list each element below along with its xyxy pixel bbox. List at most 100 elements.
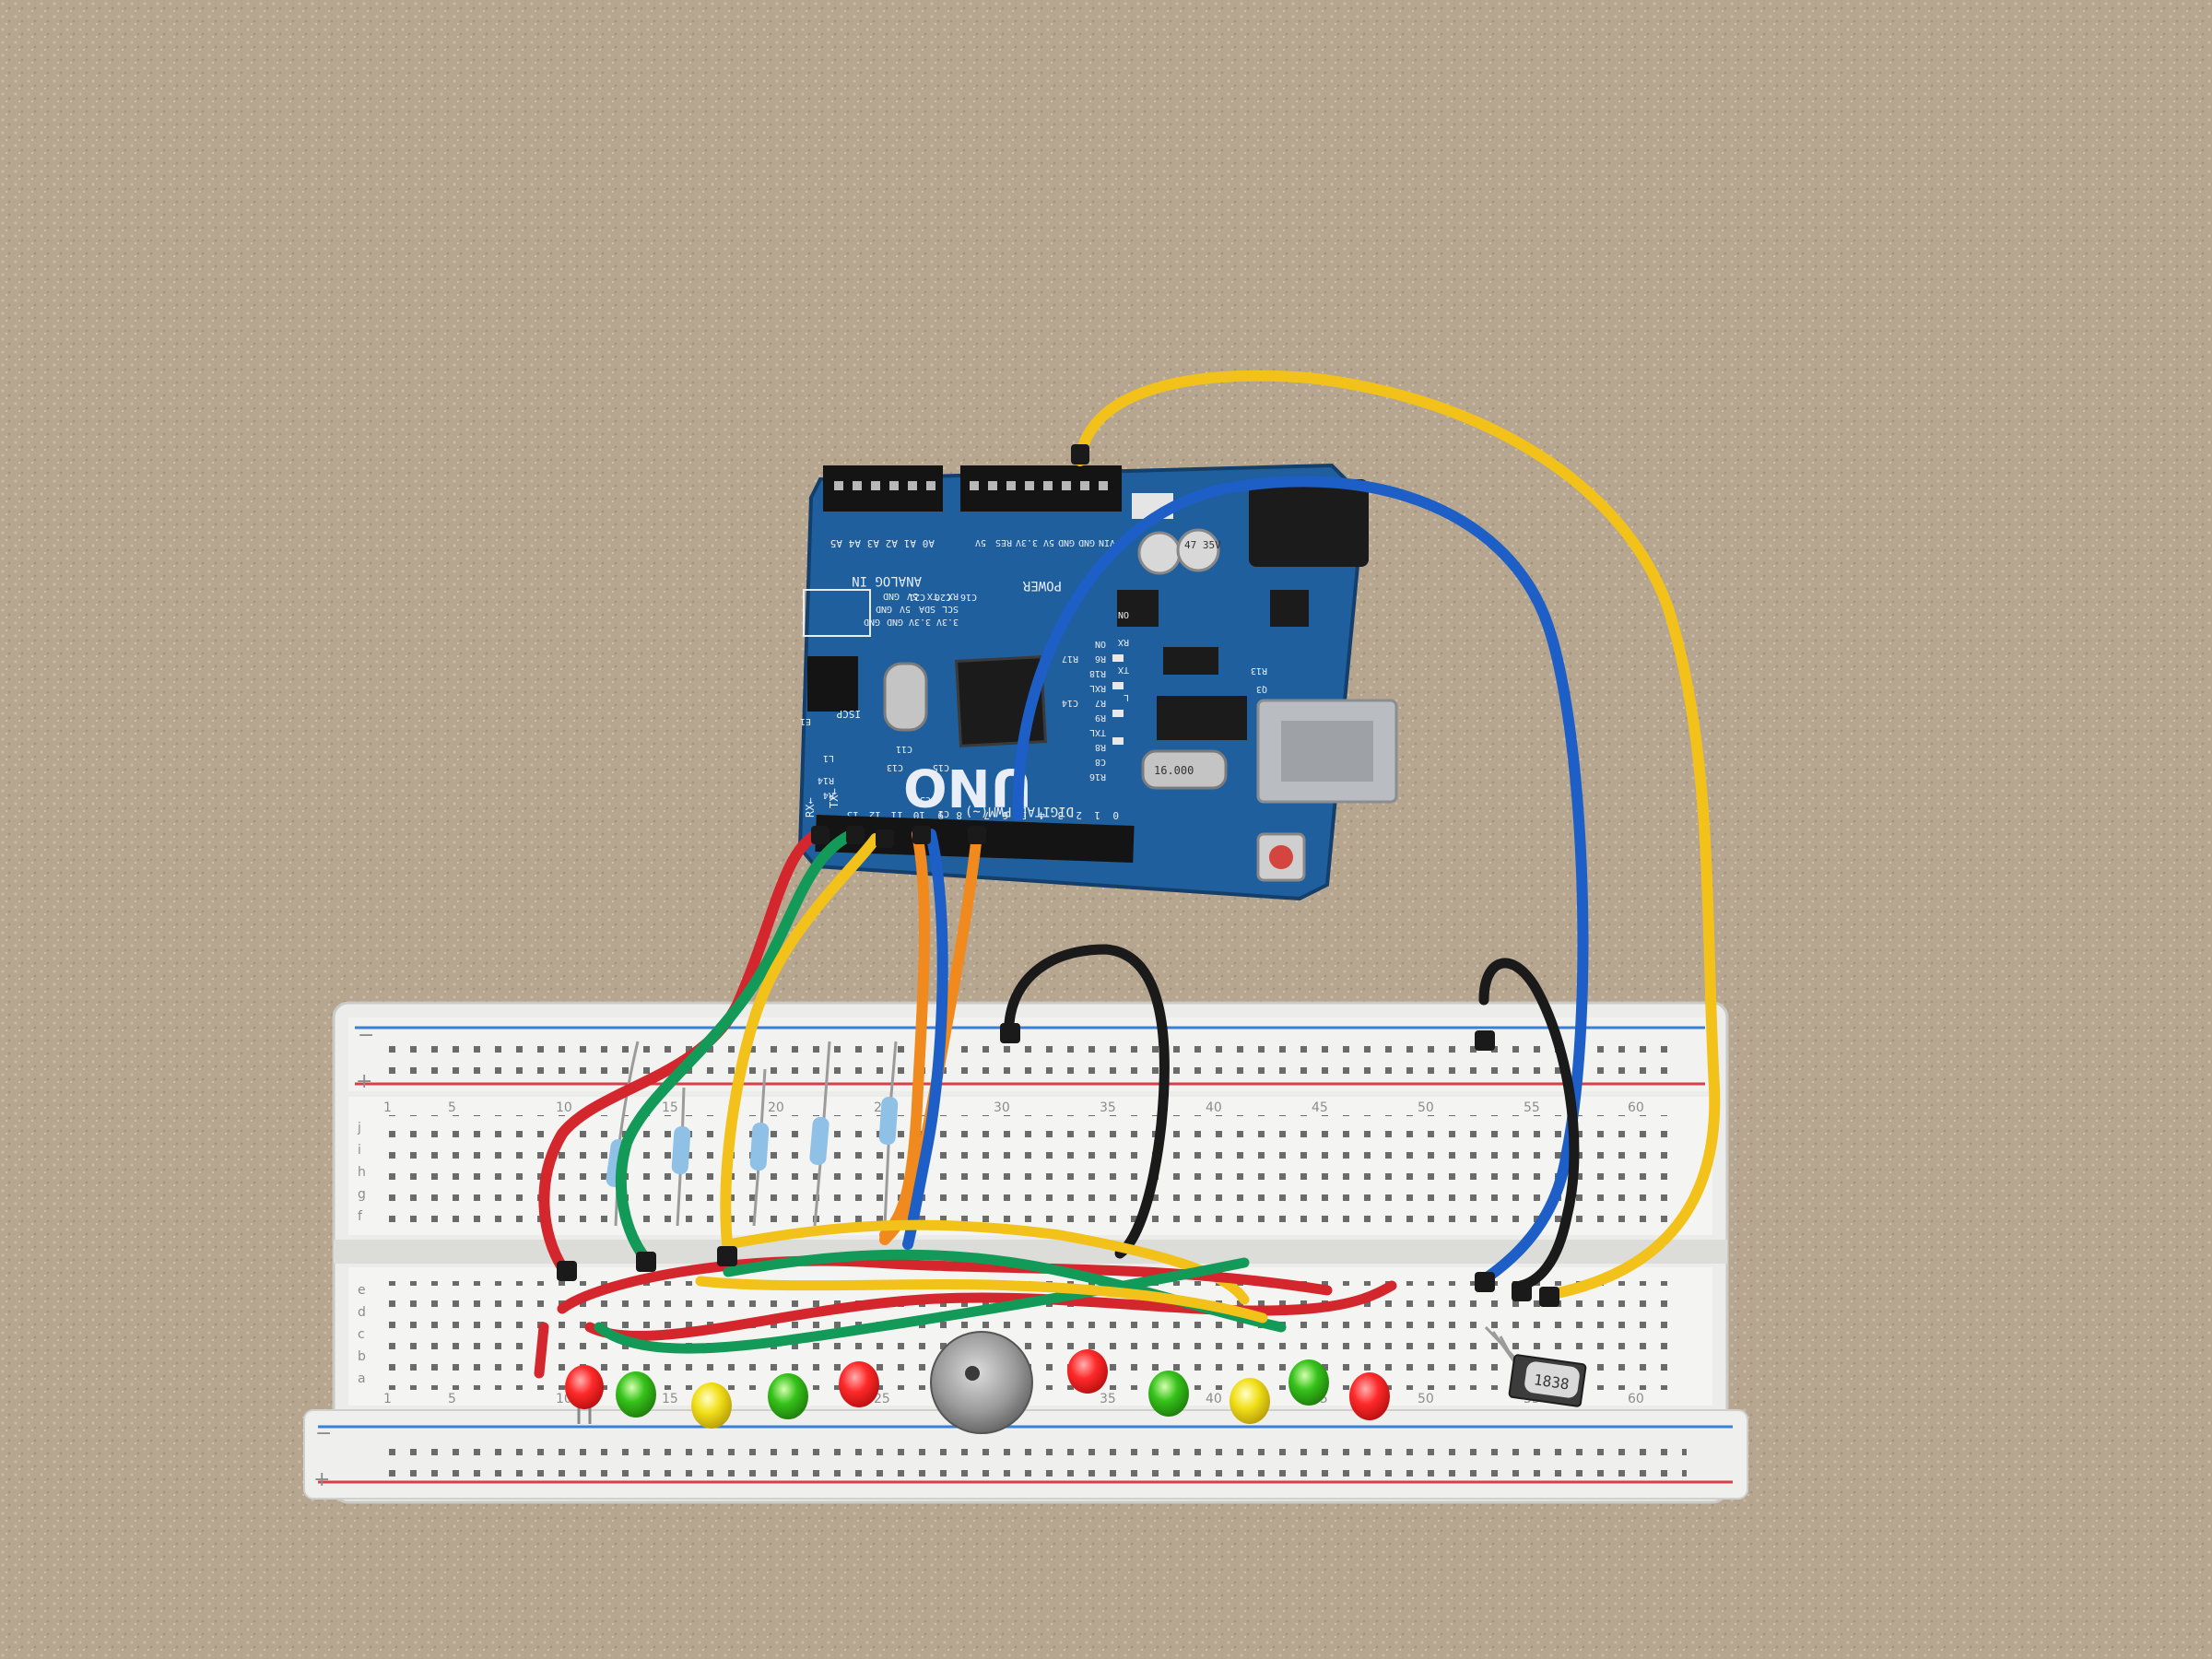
piezo-buzzer <box>930 1331 1033 1434</box>
reset-button[interactable] <box>1269 845 1293 869</box>
side-label: R18 <box>1089 668 1106 678</box>
bottom-label: GND <box>876 604 892 614</box>
col-number: 35 <box>1100 1100 1116 1115</box>
row-letter: b <box>358 1349 366 1364</box>
l-led <box>1112 654 1124 662</box>
analog-header-label: ANALOG IN <box>852 573 922 588</box>
bottom-label: RX <box>947 591 959 601</box>
uno-logo: UNO <box>903 757 1032 817</box>
side-label: R17 <box>1062 653 1078 664</box>
wire-yellow-power <box>1075 370 1721 1300</box>
power-pin-label: 3.3V <box>1016 537 1038 547</box>
col-number: 50 <box>1418 1100 1434 1115</box>
row-letter: f <box>358 1209 363 1224</box>
bottom-label: TX <box>927 591 938 601</box>
ref-label: C15 <box>933 762 949 772</box>
row-letter: j <box>357 1121 361 1135</box>
bottom-label: GND <box>864 617 880 627</box>
digital-pin-label: 2 <box>1076 809 1082 821</box>
side-label: RXL <box>1089 683 1106 693</box>
digital-pin-label: 4 <box>1039 809 1045 821</box>
row-letter: h <box>358 1165 366 1180</box>
rail-minus-bottom: − <box>315 1422 332 1445</box>
on-label: ON <box>1118 609 1129 619</box>
wire-yellow-1 <box>720 833 881 1259</box>
rail-plus-top: + <box>356 1070 372 1093</box>
breadboard: − + − + 1 5 10 15 20 25 30 35 40 45 50 <box>303 1001 1748 1504</box>
rail-plus-bottom: + <box>313 1468 330 1491</box>
row-letters: j i h g f e d c b a <box>357 1121 366 1386</box>
led-red <box>565 1365 604 1424</box>
analog-pin-label: A4 <box>848 537 861 549</box>
ref-label: Q3 <box>1256 684 1267 694</box>
side-label: C8 <box>1095 757 1106 767</box>
wire-black-ground-left <box>1004 944 1170 1259</box>
power-pin-label: VIN <box>1099 537 1115 547</box>
power-header-label: POWER <box>1022 578 1062 593</box>
digital-pin-label: 0 <box>1112 809 1119 821</box>
power-pin-label: GND <box>1058 537 1075 547</box>
digital-pin-label: 8 <box>956 809 962 821</box>
rx-label: RX <box>1118 637 1129 647</box>
analog-pin-label: A0 <box>923 537 935 549</box>
bottom-label: SDA <box>919 604 935 614</box>
capacitor-label: 47 35V <box>1184 539 1221 551</box>
bottom-label: 3.3V <box>936 617 959 627</box>
side-label: R6 <box>1095 653 1106 664</box>
column-numbers-bottom: 1 5 10 15 20 25 30 35 40 45 50 55 60 <box>383 1392 1644 1406</box>
on-led <box>1112 737 1124 745</box>
wire-blue-signal <box>1012 476 1589 1282</box>
led-yellow <box>691 1382 732 1429</box>
tx-led <box>1112 682 1124 689</box>
col-number: 15 <box>662 1392 678 1406</box>
resistor <box>749 1068 770 1227</box>
usb-b-inner <box>1281 721 1373 782</box>
crystal-16mhz <box>883 662 928 732</box>
rx-arrow-label: RX← <box>804 797 817 818</box>
icsp-header <box>807 656 858 712</box>
ref-label: C21 <box>909 592 925 602</box>
dc-power-jack <box>1249 479 1369 567</box>
leds <box>565 1349 1390 1429</box>
bottom-label: 3.3V <box>909 617 931 627</box>
upper-terminal-holes <box>378 1115 1677 1224</box>
col-number: 50 <box>1418 1392 1434 1406</box>
ref-label: C13 <box>887 762 903 772</box>
ref-label: E1 <box>800 716 811 726</box>
digital-pin-label: 6 <box>1002 809 1008 821</box>
col-number: 10 <box>556 1100 572 1115</box>
rx-led <box>1112 710 1124 717</box>
ref-label: L1 <box>823 753 834 763</box>
wire-yellow-loop-2 <box>695 1276 1268 1324</box>
icsp2-footprint <box>803 589 871 637</box>
col-number: 55 <box>1524 1100 1540 1115</box>
analog-pin-label: A2 <box>886 537 898 549</box>
crystal-label: 16.000 <box>1154 764 1194 777</box>
rail-minus-top: − <box>358 1024 374 1047</box>
col-number: 5 <box>448 1100 456 1115</box>
led-green <box>1288 1359 1329 1406</box>
bottom-label: SCL <box>942 604 959 614</box>
ref-label: C20 <box>935 592 951 602</box>
resistor <box>878 1041 899 1227</box>
col-number: 30 <box>994 1100 1010 1115</box>
power-pin-label: 5V <box>975 537 986 547</box>
bottom-label: 5V <box>900 604 911 614</box>
led-red <box>839 1361 879 1407</box>
bottom-rail-holes <box>378 1434 1687 1477</box>
ref-label: C16 <box>960 592 977 602</box>
col-number: 45 <box>1312 1100 1328 1115</box>
power-pin-label: GND <box>1078 537 1095 547</box>
wire-connectors <box>557 444 1559 1307</box>
resistor <box>671 1087 691 1227</box>
row-letter: e <box>358 1283 366 1298</box>
regulator-chip-2 <box>1270 590 1309 627</box>
digital-pin-label: 1 <box>1094 809 1100 821</box>
icsp-label: ISCP <box>836 708 861 720</box>
wires <box>534 370 1721 1379</box>
crystal-12mhz <box>1141 749 1228 790</box>
side-label: R16 <box>1089 771 1106 782</box>
led-green <box>616 1371 656 1418</box>
led-yellow <box>1230 1378 1270 1424</box>
col-number: 25 <box>874 1392 890 1406</box>
